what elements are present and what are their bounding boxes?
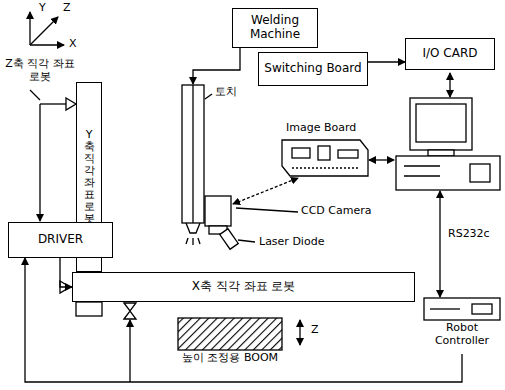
node-text: Robot Controller	[422, 322, 502, 347]
part-label: CCD Camera	[300, 205, 373, 218]
machine-box: Welding Machine	[232, 8, 318, 48]
node-text: 높이 조정용 BOOM	[182, 352, 278, 365]
connector	[25, 258, 462, 382]
node-text: Y축 직각 좌표 로봇	[84, 129, 95, 226]
connector	[368, 61, 405, 62]
node-text: DRIVER	[38, 233, 83, 247]
part-label: 토치	[214, 86, 238, 99]
driver-box: DRIVER	[8, 222, 113, 258]
node-text: I/O CARD	[422, 47, 477, 61]
board-box: Switching Board	[258, 52, 368, 86]
part-label: Laser Diode	[258, 236, 325, 249]
node-text: Switching Board	[264, 62, 361, 76]
axis-label: Z	[62, 2, 72, 15]
signal-label: RS232c	[447, 228, 491, 241]
node-text: X축 직각 좌표 로봇	[192, 280, 296, 294]
node-text: Welding Machine	[233, 14, 317, 42]
robot-label: Z축 직각 좌표 로봇	[4, 58, 76, 83]
axis-label: Z	[310, 324, 320, 337]
robot-axis-bar: X축 직각 좌표 로봇	[72, 272, 415, 302]
part-label: Image Board	[285, 122, 357, 135]
axis-label: X	[68, 38, 78, 51]
card-box: I/O CARD	[405, 38, 495, 70]
controller-device: Robot Controller	[422, 296, 502, 354]
axis-label: Y	[38, 2, 47, 15]
boom-block: 높이 조정용 BOOM	[168, 316, 292, 378]
connector	[60, 258, 72, 287]
